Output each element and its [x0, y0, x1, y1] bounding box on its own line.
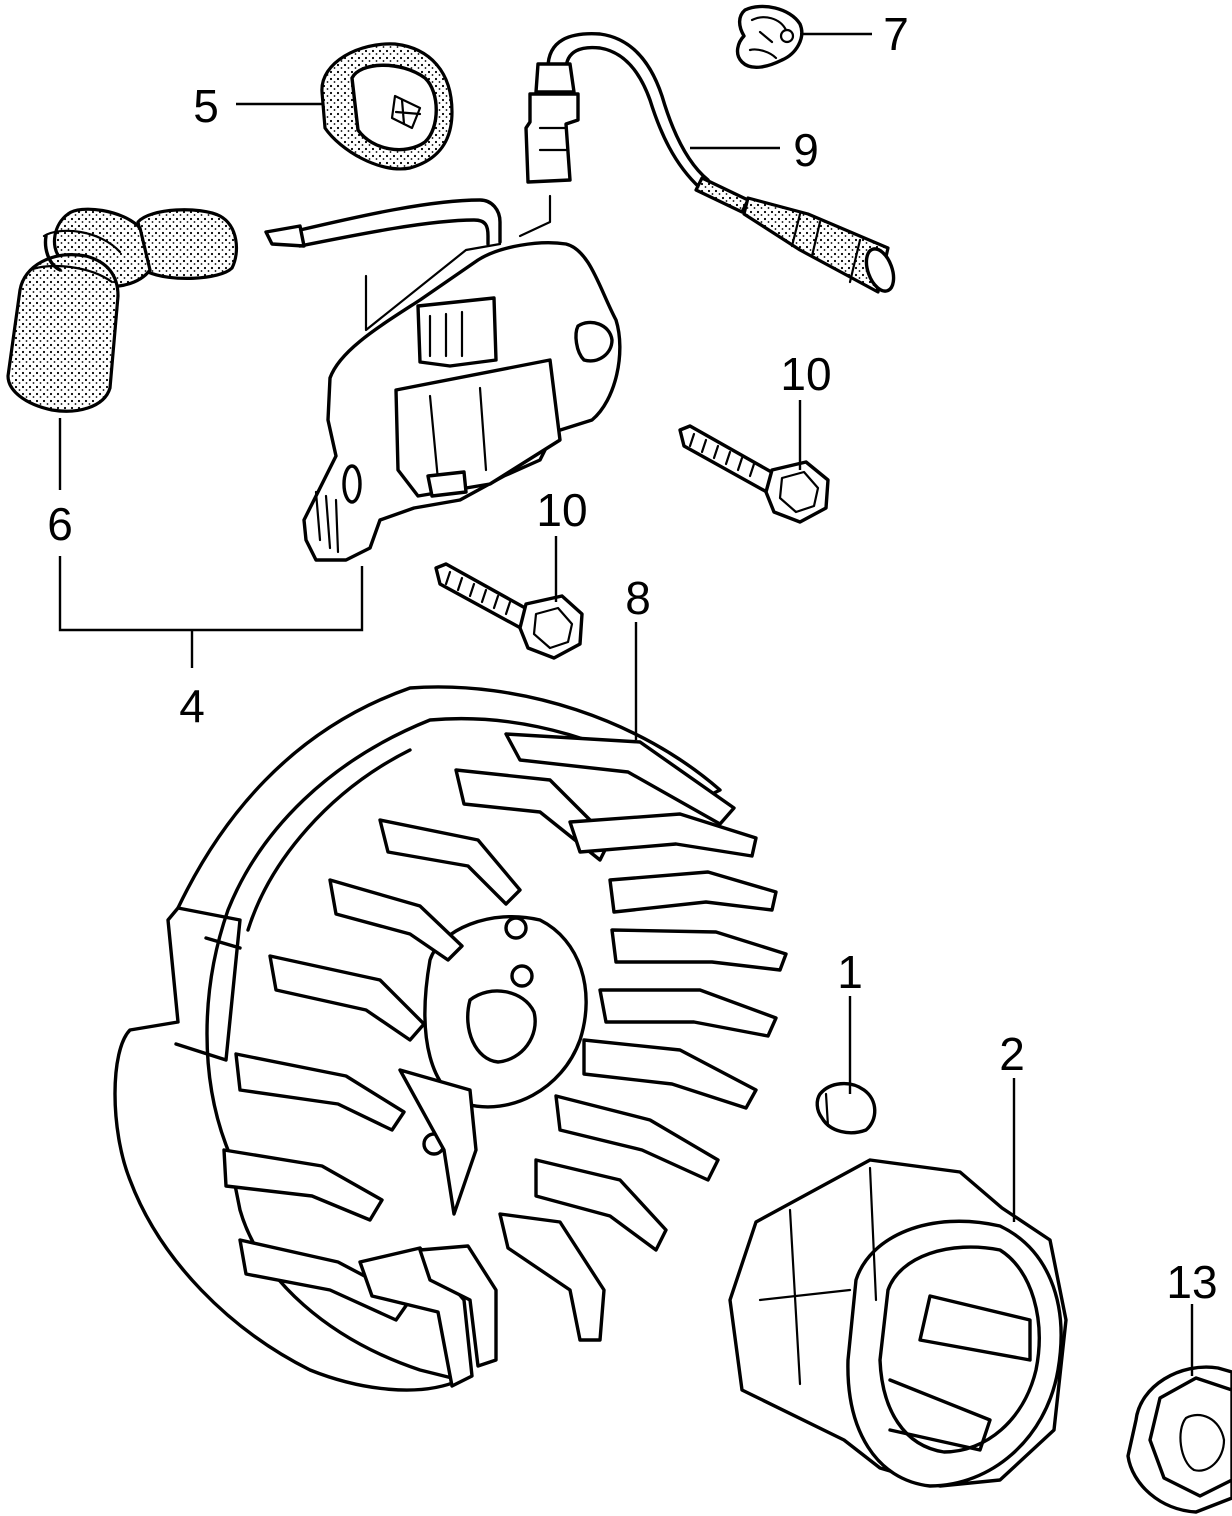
callout-1: 1	[837, 946, 863, 998]
callout-9: 9	[793, 124, 819, 176]
callout-labels: 1 2 4 5 6 7 8 9 10 10 13	[47, 8, 1217, 1308]
air-filter-cover-icon	[320, 42, 454, 171]
callout-6: 6	[47, 498, 73, 550]
callout-7: 7	[883, 8, 909, 60]
callout-10-upper: 10	[780, 348, 831, 400]
callout-5: 5	[193, 80, 219, 132]
bolt-icon-lower	[434, 562, 584, 660]
ignition-coil-module	[264, 198, 622, 562]
flywheel-key-icon	[815, 1082, 877, 1135]
callout-10-lower: 10	[536, 484, 587, 536]
flange-nut-icon	[1126, 1365, 1232, 1514]
callout-4: 4	[179, 680, 205, 732]
stop-switch-wire-icon	[518, 32, 896, 294]
bolt-icon-upper	[678, 424, 830, 524]
flywheel-fan-icon	[113, 685, 788, 1392]
spark-plug-cap-icon	[6, 207, 239, 413]
starter-pulley-cup-icon	[728, 1158, 1068, 1488]
callout-13: 13	[1166, 1256, 1217, 1308]
leader-lines	[58, 32, 1194, 1376]
callout-8: 8	[625, 572, 651, 624]
wire-clamp-icon	[735, 4, 804, 70]
callout-2: 2	[999, 1028, 1025, 1080]
